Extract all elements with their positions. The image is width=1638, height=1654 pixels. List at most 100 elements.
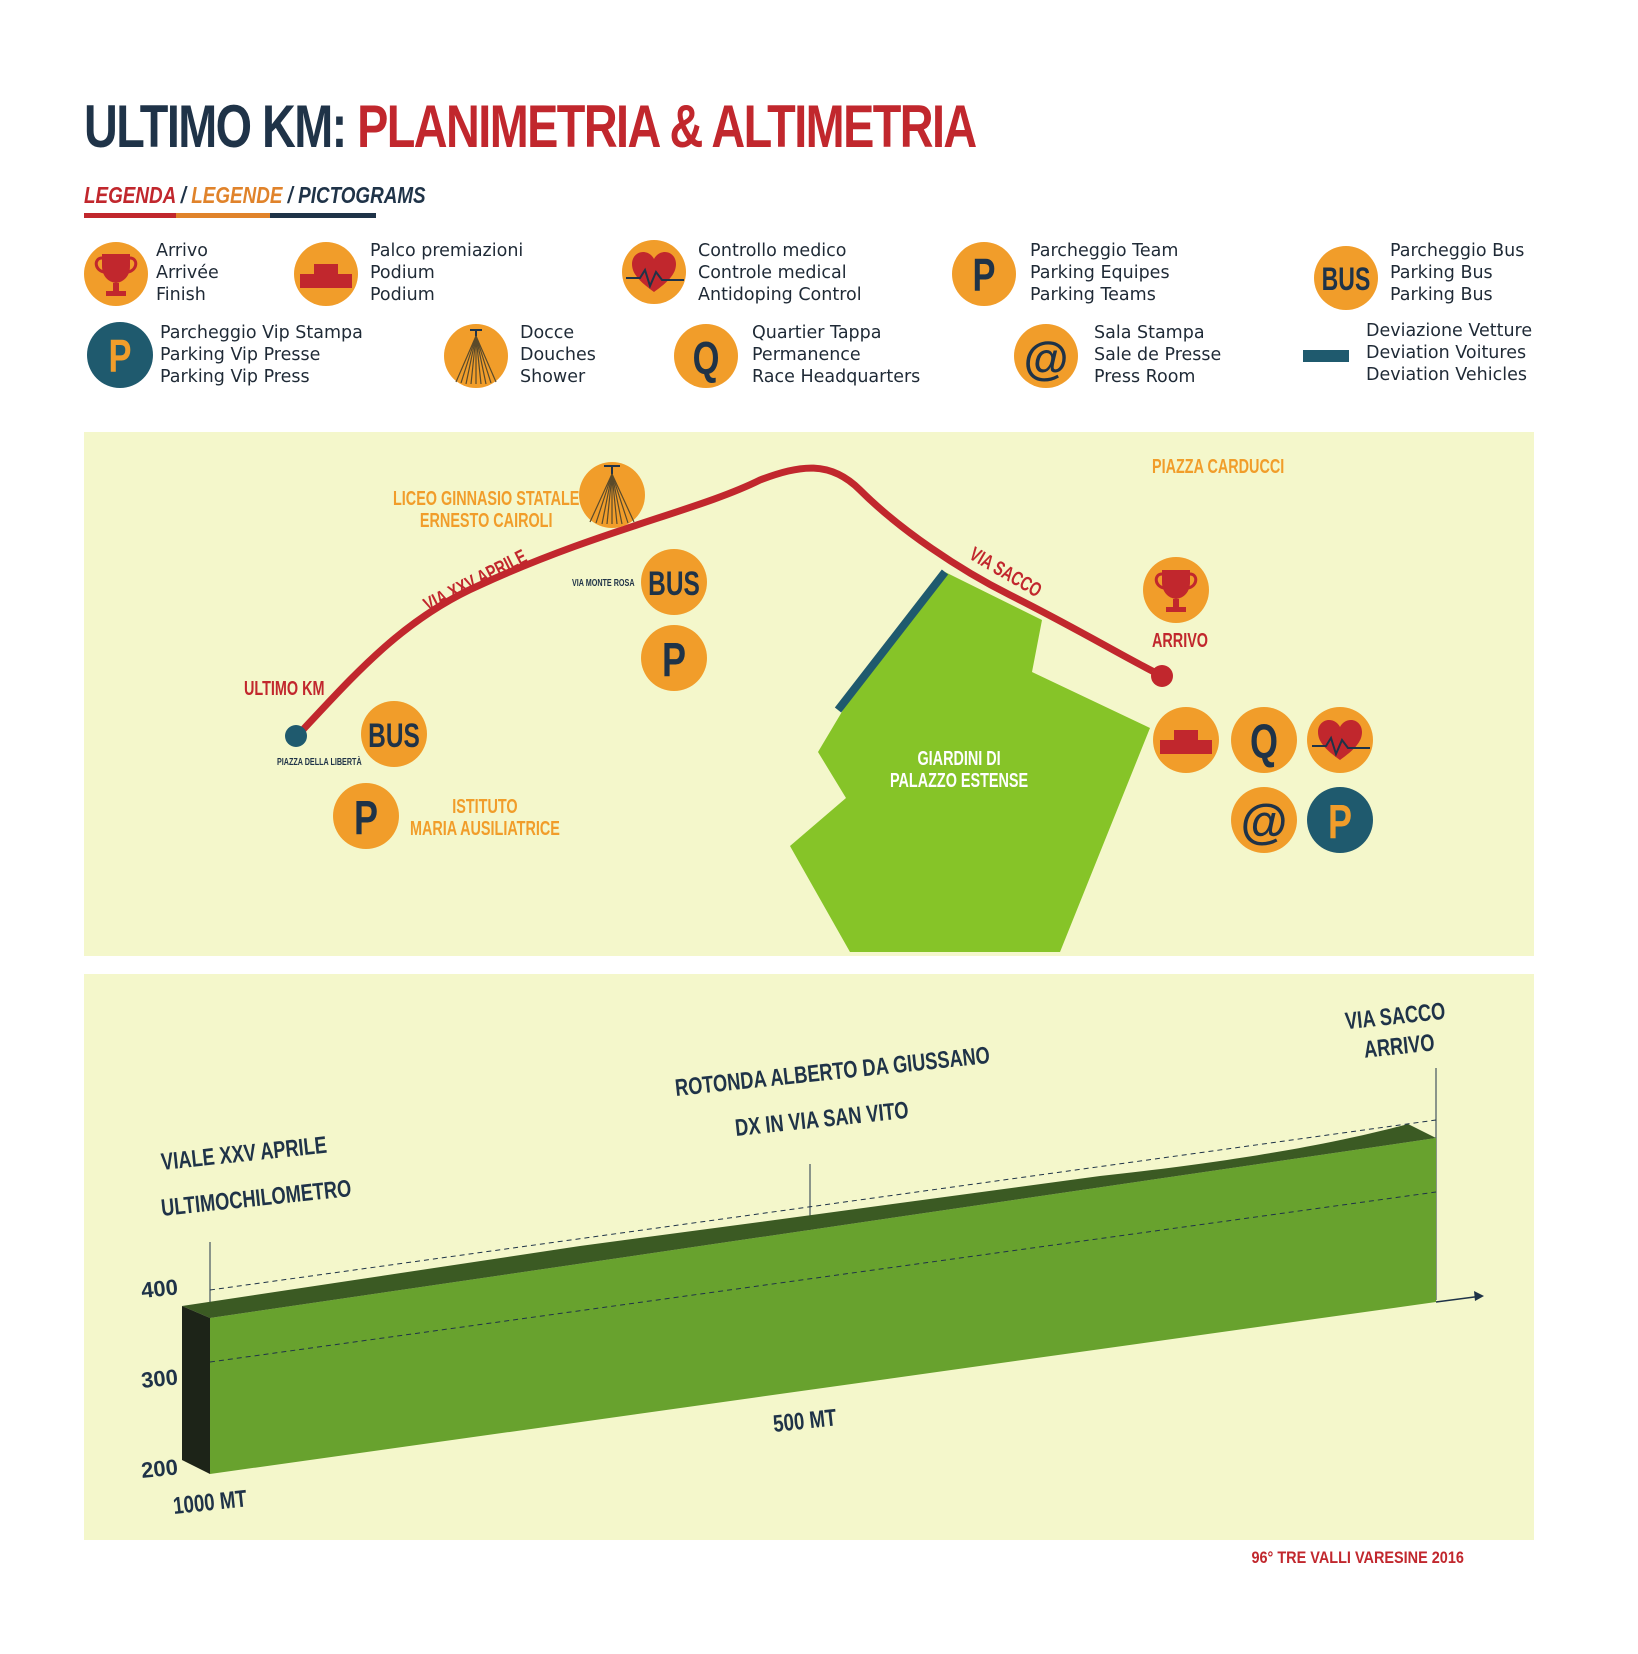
legend-underline-navy	[270, 213, 376, 218]
legend-line: Finish	[156, 285, 206, 305]
x-label-start: 1000 MT	[172, 1485, 248, 1519]
start-point	[285, 725, 307, 747]
bus-icon: BUS	[641, 549, 707, 615]
legend-line: Parking Bus	[1390, 285, 1493, 305]
parking-vip-icon: P	[1307, 787, 1373, 853]
legend-item-deviation: Deviazione Vetture Deviation Voitures De…	[1366, 320, 1532, 386]
parking-vip-icon: P	[87, 322, 153, 388]
start-location-line-2: ULTIMOCHILOMETRO	[160, 1175, 353, 1222]
middle-location-line-1: ROTONDA ALBERTO DA GIUSSANO	[674, 1042, 991, 1102]
liceo-label-line-1: LICEO GINNASIO STATALE	[393, 488, 580, 510]
bus-icon: BUS	[361, 701, 427, 767]
legend-line: Controle medical	[698, 263, 847, 283]
bus-icon-text: BUS	[1322, 261, 1371, 297]
legend-line: Quartier Tappa	[752, 323, 882, 343]
y-tick-400: 400	[140, 1274, 179, 1303]
piazza-liberta-label: PIAZZA DELLA LIBERTÀ	[277, 757, 362, 768]
liceo-label-line-2: ERNESTO CAIROLI	[419, 510, 553, 532]
legend-line: Antidoping Control	[698, 285, 862, 305]
profile-front-face	[210, 1138, 1436, 1474]
via-monte-rosa-label: VIA MONTE ROSA	[572, 578, 635, 589]
arrivo-label: ARRIVO	[1152, 630, 1209, 652]
legend-item-shower: Docce Douches Shower	[520, 322, 596, 388]
finish-location-line-2: ARRIVO	[1363, 1029, 1436, 1063]
trophy-icon	[1143, 557, 1209, 623]
giardini-label: GIARDINI DI PALAZZO ESTENSE	[890, 748, 1028, 792]
start-location-line-1: VIALE XXV APRILE	[160, 1131, 328, 1175]
legend-item-medical: Controllo medico Controle medical Antido…	[698, 240, 862, 306]
legend-line: Permanence	[752, 345, 861, 365]
shower-icon	[579, 462, 645, 528]
legend-underline-red	[84, 213, 176, 218]
parking-vip-icon-text: P	[108, 330, 131, 382]
legend-item-press-room: Sala Stampa Sale de Presse Press Room	[1094, 322, 1221, 388]
parking-vip-icon-text: P	[1328, 795, 1352, 848]
legend-line: Parking Vip Presse	[160, 345, 321, 365]
legend-line: Deviation Voitures	[1366, 343, 1527, 363]
parking-icon: P	[641, 625, 707, 691]
press-room-icon-text: @	[1241, 796, 1288, 849]
legend-line: Arrivée	[156, 263, 219, 283]
istituto-label-line-1: ISTITUTO	[452, 796, 518, 818]
x-axis-arrow-icon	[1474, 1291, 1484, 1301]
legend-line: Parking Bus	[1390, 263, 1493, 283]
legend-line: Podium	[370, 285, 435, 305]
legend-line: Arrivo	[156, 241, 208, 261]
footer-credit: 96° TRE VALLI VARESINE 2016	[1251, 1548, 1464, 1567]
legend-line: Race Headquarters	[752, 367, 921, 387]
garden-area	[790, 572, 1150, 952]
legend-line: Controllo medico	[698, 241, 847, 261]
parking-icon-text: P	[662, 633, 686, 686]
heart-icon	[1307, 707, 1373, 773]
legend-line: Sala Stampa	[1094, 323, 1205, 343]
legend-item-bus: Parcheggio Bus Parking Bus Parking Bus	[1390, 240, 1524, 306]
parking-icon: P	[333, 783, 399, 849]
headquarters-icon: Q	[674, 324, 738, 388]
route-line	[294, 464, 1164, 739]
x-axis-line	[1435, 1295, 1483, 1303]
legend-line: Parcheggio Vip Stampa	[160, 323, 363, 343]
x-label-middle: 500 MT	[772, 1404, 838, 1437]
legend-item-parking-team: Parcheggio Team Parking Equipes Parking …	[1030, 240, 1178, 306]
legend-line: Press Room	[1094, 367, 1196, 387]
finish-point	[1151, 665, 1173, 687]
legend-line: Podium	[370, 263, 435, 283]
bus-icon-text: BUS	[368, 717, 420, 755]
shower-icon	[444, 324, 508, 388]
istituto-label: ISTITUTO MARIA AUSILIATRICE	[410, 796, 560, 840]
y-tick-200: 200	[140, 1454, 179, 1483]
ultimo-km-label: ULTIMO KM	[244, 678, 325, 700]
legend-line: Parking Vip Press	[160, 367, 310, 387]
legend-heading: LEGENDA / LEGENDE / PICTOGRAMS	[84, 182, 426, 209]
legend-line: Deviazione Vetture	[1366, 321, 1533, 341]
podium-icon	[1153, 707, 1219, 773]
legend-item-podium: Palco premiazioni Podium Podium	[370, 240, 523, 306]
headquarters-icon-text: Q	[1250, 715, 1278, 768]
legend-heading-separator: /	[287, 182, 293, 208]
bus-icon: BUS	[1314, 246, 1378, 310]
title-part-1: ULTIMO KM:	[84, 93, 347, 160]
headquarters-icon: Q	[1231, 707, 1297, 773]
middle-location-line-2: DX IN VIA SAN VITO	[734, 1097, 910, 1142]
deviation-line	[834, 569, 949, 713]
parking-icon-text: P	[354, 791, 378, 844]
giardini-label-line-2: PALAZZO ESTENSE	[890, 770, 1029, 792]
legend-line: Parking Teams	[1030, 285, 1156, 305]
legend-line: Docce	[520, 323, 575, 343]
bus-icon-text: BUS	[648, 565, 700, 603]
title-part-2: PLANIMETRIA & ALTIMETRIA	[357, 93, 977, 160]
profile-top-face	[182, 1124, 1436, 1318]
legend-line: Sale de Presse	[1094, 345, 1222, 365]
legend-line: Shower	[520, 367, 586, 387]
page-title: ULTIMO KM: PLANIMETRIA & ALTIMETRIA	[84, 92, 977, 161]
headquarters-icon-text: Q	[693, 332, 720, 384]
legend-line: Deviation Vehicles	[1366, 365, 1527, 385]
parking-icon-text: P	[972, 249, 995, 301]
legend-heading-it: LEGENDA	[84, 182, 176, 208]
parking-icon: P	[952, 242, 1016, 306]
giardini-label-line-1: GIARDINI DI	[917, 748, 1001, 770]
legend-underline-orange	[176, 213, 270, 218]
press-room-icon: @	[1231, 787, 1297, 853]
